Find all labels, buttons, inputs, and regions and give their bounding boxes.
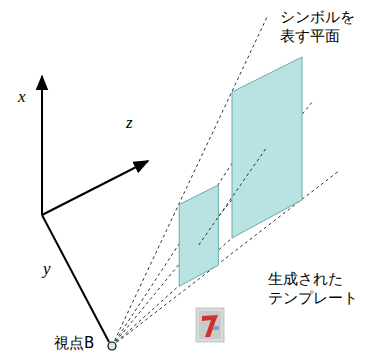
axis-label: z xyxy=(126,114,133,132)
x-axis xyxy=(41,76,43,215)
near-plane xyxy=(179,185,218,286)
viewpoint-dot xyxy=(108,342,116,350)
viewpoint-label: 視点B xyxy=(54,334,94,353)
symbol-plane xyxy=(232,57,302,238)
center-line xyxy=(199,147,267,245)
axis-label: y xyxy=(43,260,51,278)
template-label: 生成された テンプレート xyxy=(268,270,358,308)
axis-label: x xyxy=(18,88,26,106)
template-image xyxy=(196,308,224,342)
plane-label: シンボルを 表す平面 xyxy=(280,8,355,46)
z-axis xyxy=(42,161,148,215)
y-axis xyxy=(42,215,109,342)
